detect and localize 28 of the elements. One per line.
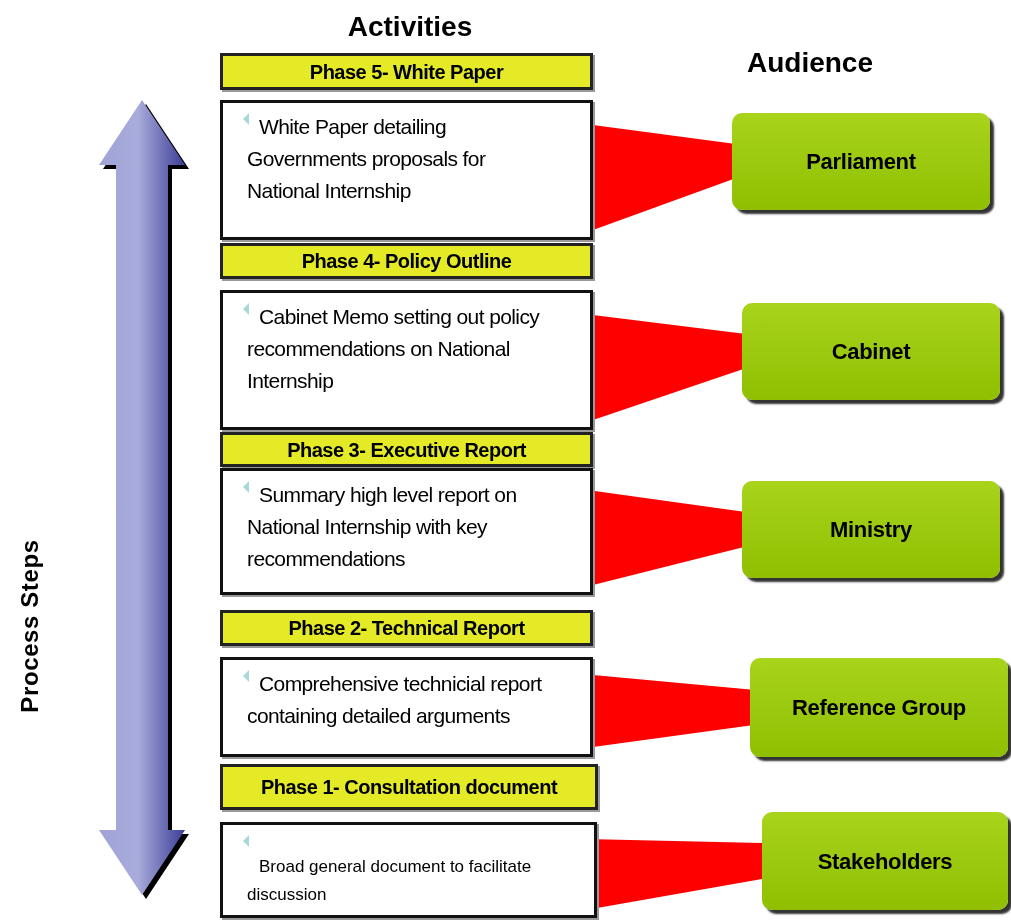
connector-wedge [593, 675, 750, 747]
connector-wedge [593, 125, 732, 230]
audience-box: Reference Group [750, 658, 1008, 757]
phase-header: Phase 3- Executive Report [220, 432, 593, 467]
column-heading: Audience [746, 46, 874, 80]
audience-box: Ministry [742, 481, 1000, 578]
connector-wedge [593, 490, 742, 585]
audience-box: Cabinet [742, 303, 1000, 400]
activity-box [220, 290, 593, 430]
axis-title: Process Steps [15, 538, 44, 715]
activity-description: Cabinet Memo setting out policy recommendations on National Internship [247, 304, 541, 394]
audience-box: Parliament [732, 113, 990, 210]
activity-description: Summary high level report on National Internship with key recommendations [247, 482, 518, 572]
activity-box [220, 468, 593, 595]
phase-header: Phase 1- Consultation document [220, 764, 598, 810]
audience-box: Stakeholders [762, 812, 1008, 910]
activity-box [220, 100, 593, 240]
phase-header: Phase 2- Technical Report [220, 610, 593, 646]
activity-box [220, 822, 597, 918]
column-heading: Activities [346, 10, 474, 44]
connector-wedge [597, 839, 762, 908]
activity-description: Broad general document to facilitate discussion [247, 856, 533, 906]
phase-header: Phase 4- Policy Outline [220, 243, 593, 279]
connector-wedge [593, 315, 742, 420]
activity-box [220, 657, 593, 757]
phase-header: Phase 5- White Paper [220, 53, 593, 90]
activity-description: Comprehensive technicial report containing detailed arguments [247, 671, 543, 729]
activity-description: White Paper detailing Governments proposals for National Internship [247, 114, 487, 204]
